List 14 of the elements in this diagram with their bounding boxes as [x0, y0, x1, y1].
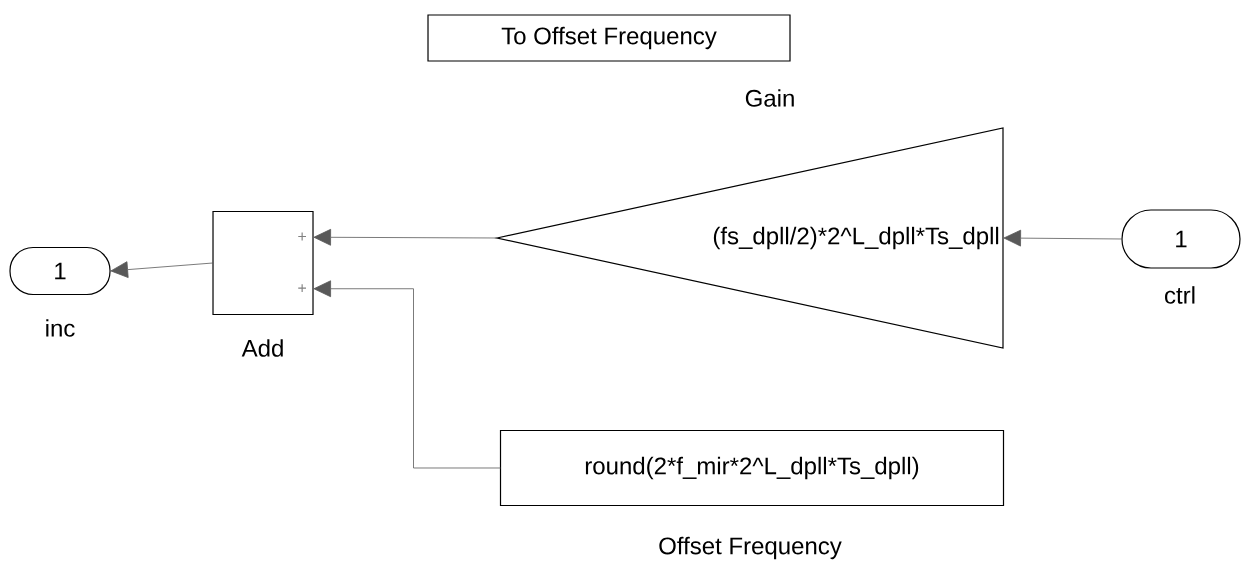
- block-label: ctrl: [1165, 286, 1195, 304]
- arrow: [110, 261, 214, 278]
- sum-block: + +: [212, 210, 314, 316]
- block-label: Add: [241, 339, 283, 357]
- arrow: [313, 280, 501, 469]
- block-label: Offset Frequency: [659, 536, 842, 560]
- block-box: round(2*f_mir*2^L_dpll*Ts_dpll): [499, 429, 1005, 507]
- port-block: 1: [9, 246, 111, 296]
- arrow: [313, 228, 498, 246]
- annotation-box: To Offset Frequency: [427, 14, 791, 62]
- port-block: 1: [1121, 209, 1241, 269]
- arrow: [1003, 229, 1123, 247]
- block-label: Gain: [745, 89, 794, 107]
- block-label: inc: [46, 319, 75, 337]
